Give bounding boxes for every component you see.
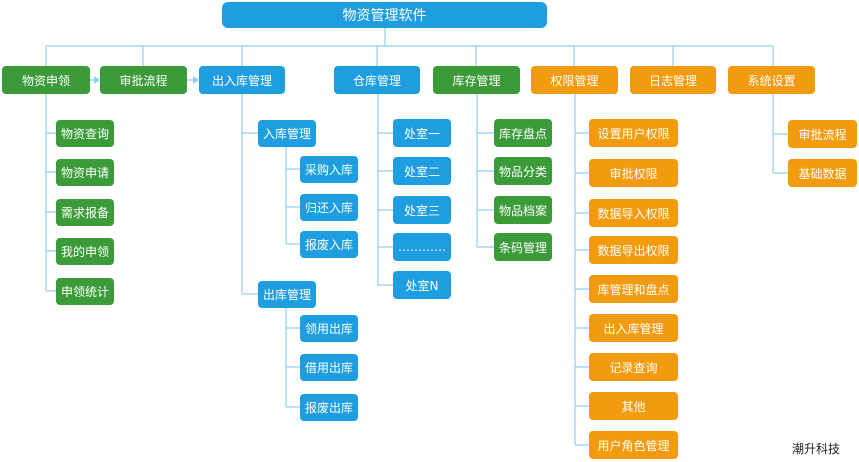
item-tiaoma-guanli[interactable]: 条码管理 [494, 233, 552, 261]
item-chushi-3[interactable]: 处室三 [393, 196, 451, 224]
item-lingyong-chuku[interactable]: 领用出库 [300, 315, 358, 342]
item-qita[interactable]: 其他 [589, 392, 678, 420]
item-kuguanli-pandian[interactable]: 库管理和盘点 [589, 275, 678, 303]
item-shenpi-liucheng[interactable]: 审批流程 [788, 120, 857, 148]
item-guihuan-ruku[interactable]: 归还入库 [300, 194, 358, 221]
subgroup-ruku-guanli[interactable]: 入库管理 [258, 120, 316, 147]
item-chushi-n[interactable]: 处室N [393, 271, 451, 299]
watermark-brand: 潮升科技 [792, 442, 841, 456]
item-shenpi-quanxian[interactable]: 审批权限 [589, 159, 678, 187]
item-yonghu-juese-guanli[interactable]: 用户角色管理 [589, 431, 678, 459]
item-xuqiu-baobei[interactable]: 需求报备 [56, 199, 114, 226]
item-shenling-tongji[interactable]: 申领统计 [56, 278, 114, 305]
category-rizhi-guanli[interactable]: 日志管理 [630, 66, 716, 94]
item-wuzi-chaxun[interactable]: 物资查询 [56, 120, 114, 147]
item-chushi-1[interactable]: 处室一 [393, 119, 451, 147]
item-jichu-shuju[interactable]: 基础数据 [788, 159, 857, 187]
item-jieyong-chuku[interactable]: 借用出库 [300, 354, 358, 381]
item-wuzi-shenqing[interactable]: 物资申请 [56, 159, 114, 186]
item-baofei-chuku[interactable]: 报废出库 [300, 394, 358, 421]
item-wupin-dangan[interactable]: 物品档案 [494, 196, 552, 224]
item-shuju-daochu-quanxian[interactable]: 数据导出权限 [589, 236, 678, 264]
category-kucun-guanli[interactable]: 库存管理 [433, 66, 520, 94]
category-xitong-shezhi[interactable]: 系统设置 [728, 66, 815, 94]
subgroup-chuku-guanli[interactable]: 出库管理 [258, 281, 316, 308]
item-shuju-daoru-quanxian[interactable]: 数据导入权限 [589, 199, 678, 227]
category-cangku-guanli[interactable]: 仓库管理 [334, 66, 420, 94]
category-wuzi-shenling[interactable]: 物资申领 [2, 66, 90, 94]
item-baofei-ruku[interactable]: 报废入库 [300, 231, 358, 258]
item-chushi-2[interactable]: 处室二 [393, 157, 451, 185]
item-churuku-guanli[interactable]: 出入库管理 [589, 314, 678, 342]
item-kucun-pandian[interactable]: 库存盘点 [494, 119, 552, 147]
category-churuku-guanli[interactable]: 出入库管理 [199, 66, 285, 94]
item-shezhi-yonghu-quanxian[interactable]: 设置用户权限 [589, 119, 678, 147]
item-wupin-fenlei[interactable]: 物品分类 [494, 157, 552, 185]
category-quanxian-guanli[interactable]: 权限管理 [531, 66, 618, 94]
category-shenpi-liucheng[interactable]: 审批流程 [100, 66, 187, 94]
connector-arrow-11 [94, 76, 100, 84]
root-node[interactable]: 物资管理软件 [222, 2, 547, 28]
item-chushi-ellipsis[interactable]: ………… [393, 233, 451, 261]
item-jilu-chaxun[interactable]: 记录查询 [589, 353, 678, 381]
item-caigou-ruku[interactable]: 采购入库 [300, 156, 358, 183]
item-wode-shenling[interactable]: 我的申领 [56, 238, 114, 265]
connector-arrow-13 [193, 76, 199, 84]
